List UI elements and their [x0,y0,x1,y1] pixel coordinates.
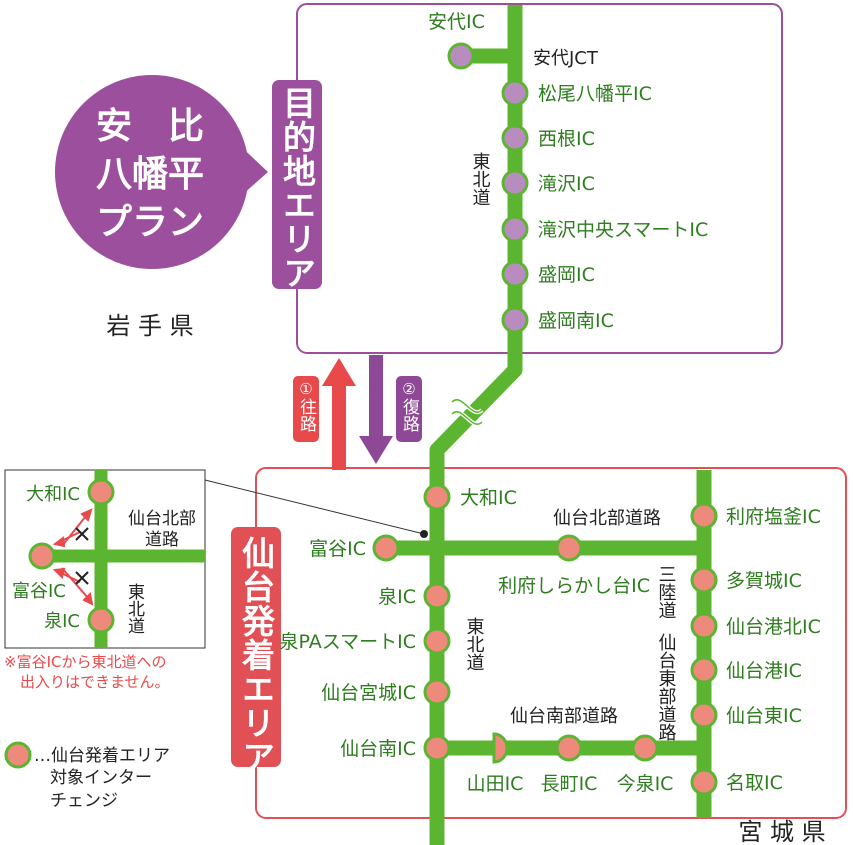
inset-label-tohoku: 東北道 [124,583,145,634]
ic-label-takizawa: 滝沢IC [538,173,595,195]
note-line-2: 出入りはできません。 [20,673,170,691]
road-label-tohoku-north: 東北道 [470,152,491,206]
return-label: ② 復路 [396,376,422,442]
road-label-sendai-hokubu: 仙台北部道路 [553,508,661,529]
ic-label-natori: 名取IC [726,772,783,794]
inset-leader-dot [420,530,428,538]
destination-area-label: 目的地エリア [278,86,317,290]
ic-marker-izumi-pa [423,627,451,655]
ic-marker-matsuo [501,79,529,107]
inset-label-tomiya: 富谷IC [12,581,66,602]
ic-marker-tomiya [372,534,400,562]
svg-text:①: ① [299,380,312,398]
inset-leader-line [204,479,425,535]
svg-text:往路: 往路 [296,398,317,432]
inset-marker-tomiya [28,542,56,570]
ic-marker-sendai-miyagi [423,678,451,706]
return-arrow [359,355,393,464]
ic-marker-imaizumi [631,734,659,762]
ic-label-tomiya: 富谷IC [309,538,366,560]
break-symbol [450,397,484,427]
ic-label-izumi-pa: 泉PAスマートIC [279,631,416,653]
ic-label-sendaiko-kita: 仙台港北IC [726,616,821,638]
ic-marker-natori [690,768,718,796]
ic-marker-nagamachi [555,734,583,762]
outbound-label: ① 往路 [293,376,319,442]
ic-label-ashiro: 安代IC [428,11,485,33]
inset-label-izumi: 泉IC [44,611,80,632]
prefecture-miyagi: 宮 城 県 [738,818,825,845]
legend-line-2: 対象インター [50,768,152,788]
ic-marker-nishine [501,124,529,152]
plan-bubble: 安 比 八幡平 プラン [55,75,268,269]
ic-marker-sendaiko [690,656,718,684]
tomiya-inset: 大和IC 富谷IC 泉IC 仙台北部 道路 東北道 [4,469,206,649]
ic-marker-sendai-minami [423,734,451,762]
ic-label-sendaiko: 仙台港IC [726,660,802,682]
ic-label-tagajo: 多賀城IC [726,570,802,592]
legend-line-1: …仙台発着エリア [34,746,170,766]
svg-text:復路: 復路 [399,398,420,432]
inset-label-yamato: 大和IC [26,484,80,505]
ic-label-sendai-minami: 仙台南IC [340,738,416,760]
inset-label-hokubu-2: 道路 [145,530,179,550]
ic-label-yamada: 山田IC [467,773,524,795]
road-label-sendai-nanbu: 仙台南部道路 [510,706,618,727]
ic-label-sendai-miyagi: 仙台宮城IC [321,682,416,704]
ic-marker-ashiro [447,42,475,70]
road-label-sanriku: 三陸道 [656,565,677,619]
legend-marker [4,741,32,769]
ic-label-sendai-higashi: 仙台東IC [726,705,802,727]
ic-marker-tagajo [690,566,718,594]
plan-line-3: プラン [96,202,204,243]
ic-marker-morioka [501,260,529,288]
inset-marker-yamato [87,478,115,506]
sendai-interchanges [372,483,718,796]
ic-label-imaizumi: 今泉IC [617,773,674,795]
ic-marker-takizawa [501,169,529,197]
ic-marker-sendaiko-kita [690,612,718,640]
destination-area-label-bg [272,80,322,289]
ic-marker-sendai-higashi [690,701,718,729]
ic-marker-morioka-minami [501,306,529,334]
ic-marker-yamada [492,732,509,764]
prefecture-iwate: 岩 手 県 [106,312,193,340]
sendai-area-label-bg [231,527,281,767]
ic-label-takizawa-chuo: 滝沢中央スマートIC [538,219,708,241]
legend: …仙台発着エリア 対象インター チェンジ [4,741,170,811]
plan-line-1: 安 比 [96,106,204,147]
ic-label-izumi: 泉IC [378,586,416,608]
ic-label-morioka-minami: 盛岡南IC [538,310,614,332]
ic-label-nishine: 西根IC [538,128,595,150]
road-label-sendai-tobu: 仙台東部道路 [656,633,677,741]
inset-label-hokubu-1: 仙台北部 [128,509,196,529]
road-label-tohoku-south: 東北道 [464,617,485,671]
note-line-1: ※富谷ICから東北道への [4,653,166,671]
jct-label-ashiro: 安代JCT [533,48,599,69]
inset-marker-izumi [87,606,115,634]
ic-marker-izumi [423,582,451,610]
ic-label-nagamachi: 長町IC [541,773,598,795]
sendai-area-label: 仙台発着エリア [237,536,276,774]
ic-label-rifu-shiogama: 利府塩釜IC [726,506,821,528]
ic-marker-takizawa-chuo [501,215,529,243]
ic-label-yamato: 大和IC [460,487,517,509]
ic-marker-rifu-shirakashi [555,534,583,562]
destination-interchanges [447,42,529,334]
ic-marker-rifu-shiogama [690,502,718,530]
ic-label-rifu-shirakashi: 利府しらかし台IC [498,575,650,597]
legend-line-3: チェンジ [50,791,118,811]
ic-label-matsuo: 松尾八幡平IC [538,83,652,105]
svg-text:②: ② [402,380,415,398]
plan-line-2: 八幡平 [96,154,204,195]
no-entry-arrows [52,508,94,606]
no-entry-crosses [75,527,89,585]
ic-label-morioka: 盛岡IC [538,264,595,286]
outbound-arrow [322,358,356,470]
ic-marker-yamato [423,483,451,511]
